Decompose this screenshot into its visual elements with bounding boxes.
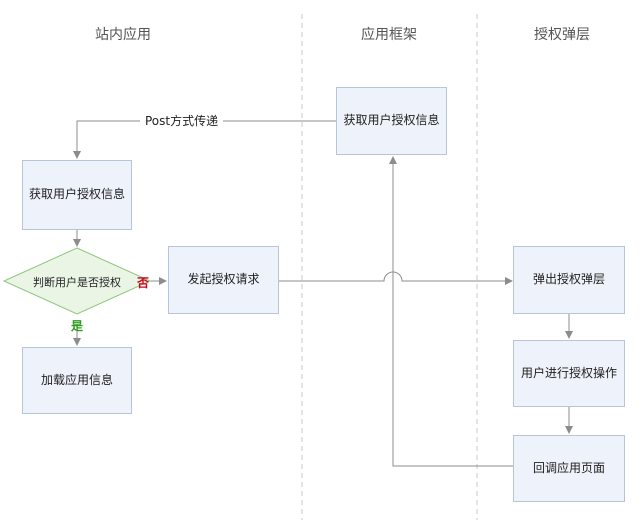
lane-title-auth-popup: 授权弹层	[534, 27, 590, 43]
edge-label-no: 否	[137, 276, 150, 290]
lane-title-app-framework: 应用框架	[361, 27, 417, 43]
edge-label-yes: 是	[71, 319, 84, 333]
lane-title-site-app: 站内应用	[95, 27, 151, 43]
node-site-get-auth: 获取用户授权信息	[22, 160, 132, 230]
node-user-auth-op: 用户进行授权操作	[513, 340, 625, 407]
edge-label-post-transfer: Post方式传递	[140, 112, 224, 129]
edge-callback-to-framework	[389, 156, 513, 467]
edge-post-transfer	[73, 120, 336, 159]
node-send-request: 发起授权请求	[168, 246, 279, 314]
decision-diamond-shape	[2, 247, 152, 315]
node-load-app: 加载应用信息	[22, 347, 132, 414]
node-callback-page: 回调应用页面	[513, 435, 625, 502]
node-show-popup: 弹出授权弹层	[513, 246, 625, 314]
node-check-auth: 判断用户是否授权	[33, 276, 121, 289]
node-framework-get-auth: 获取用户授权信息	[336, 87, 447, 155]
